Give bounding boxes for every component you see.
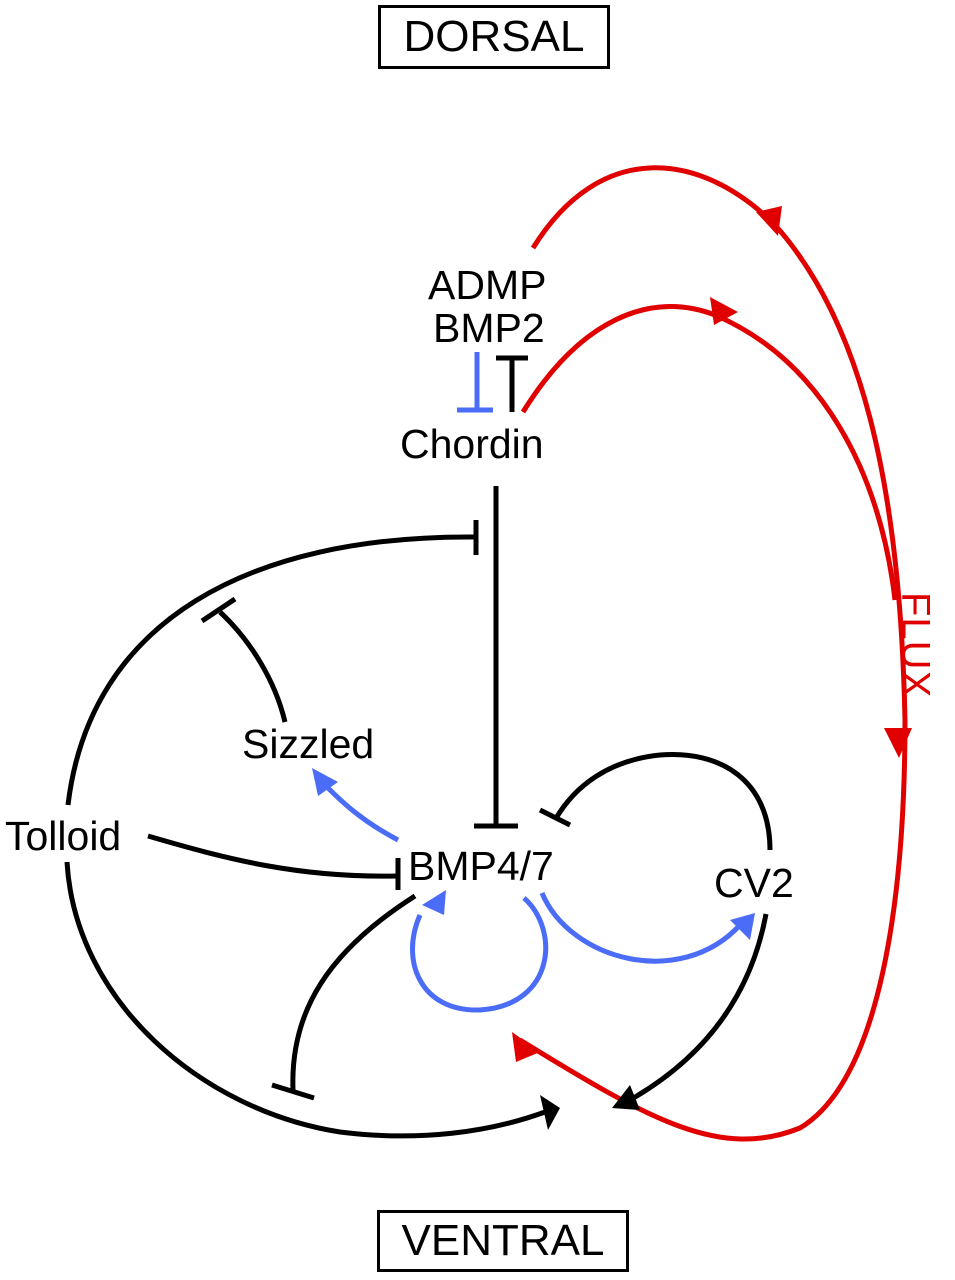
flux-arc-admp (518, 165, 908, 1142)
ventral-label-box: VENTRAL (377, 1210, 629, 1272)
node-bmp2: BMP2 (433, 305, 545, 351)
node-admp: ADMP (428, 262, 547, 308)
flux-arc-chordin (520, 304, 898, 601)
node-chordin: Chordin (400, 421, 544, 467)
flux-edges (518, 165, 908, 1142)
node-cv2: CV2 (714, 860, 794, 906)
black-edges (64, 355, 773, 1139)
dorsal-label: DORSAL (403, 12, 585, 61)
flux-label: FLUX (893, 591, 938, 699)
flux-arrowhead-2 (710, 297, 738, 325)
node-tolloid: Tolloid (5, 813, 122, 859)
node-sizzled: Sizzled (242, 721, 375, 767)
flux-arrowhead-4 (512, 1032, 540, 1062)
node-bmp47: BMP4/7 (408, 843, 554, 889)
dorsal-label-box: DORSAL (378, 5, 610, 69)
flux-arrowhead-3 (884, 728, 912, 758)
flux-arrowheads (512, 206, 912, 1062)
ventral-label: VENTRAL (401, 1216, 605, 1265)
blue-edges (312, 352, 755, 1013)
flux-arrowhead-1 (756, 206, 782, 236)
